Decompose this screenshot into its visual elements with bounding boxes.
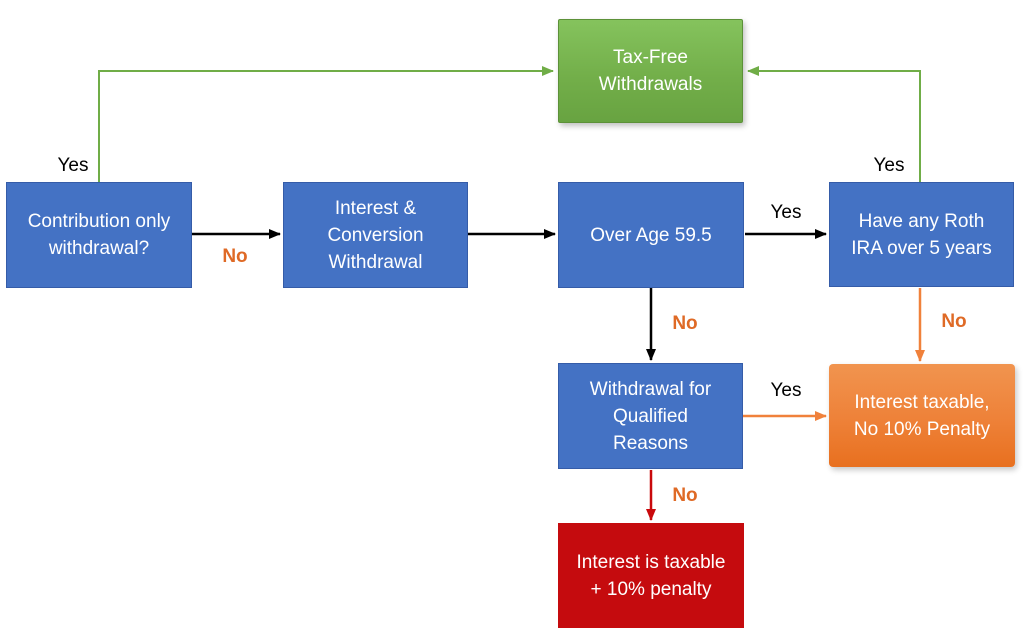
- node-withdrawal-for-qualified-reasons: Withdrawal for Qualified Reasons: [558, 363, 743, 469]
- node-interest-conversion-withdrawal: Interest & Conversion Withdrawal: [283, 182, 468, 288]
- node-contribution-only-withdrawal: Contribution only withdrawal?: [6, 182, 192, 288]
- node-tax-free-withdrawals: Tax-Free Withdrawals: [558, 19, 743, 123]
- node-interest-taxable-no-penalty: Interest taxable, No 10% Penalty: [829, 364, 1015, 467]
- edge-label-roth-no: No: [941, 311, 967, 332]
- edge-label-contribution-yes: Yes: [57, 155, 89, 176]
- edge-label-overage-yes: Yes: [770, 202, 802, 223]
- node-have-roth-ira-over-5-years: Have any Roth IRA over 5 years: [829, 182, 1014, 287]
- edge-contribution-yes-to-taxfree: [98, 66, 554, 182]
- node-interest-taxable-plus-penalty: Interest is taxable + 10% penalty: [558, 523, 744, 628]
- edge-label-qualified-yes: Yes: [770, 380, 802, 401]
- edge-label-overage-no: No: [672, 313, 698, 334]
- node-over-age-59-5: Over Age 59.5: [558, 182, 744, 288]
- edge-label-contribution-no: No: [222, 246, 248, 267]
- edge-label-qualified-no: No: [672, 485, 698, 506]
- edge-label-roth-yes: Yes: [873, 155, 905, 176]
